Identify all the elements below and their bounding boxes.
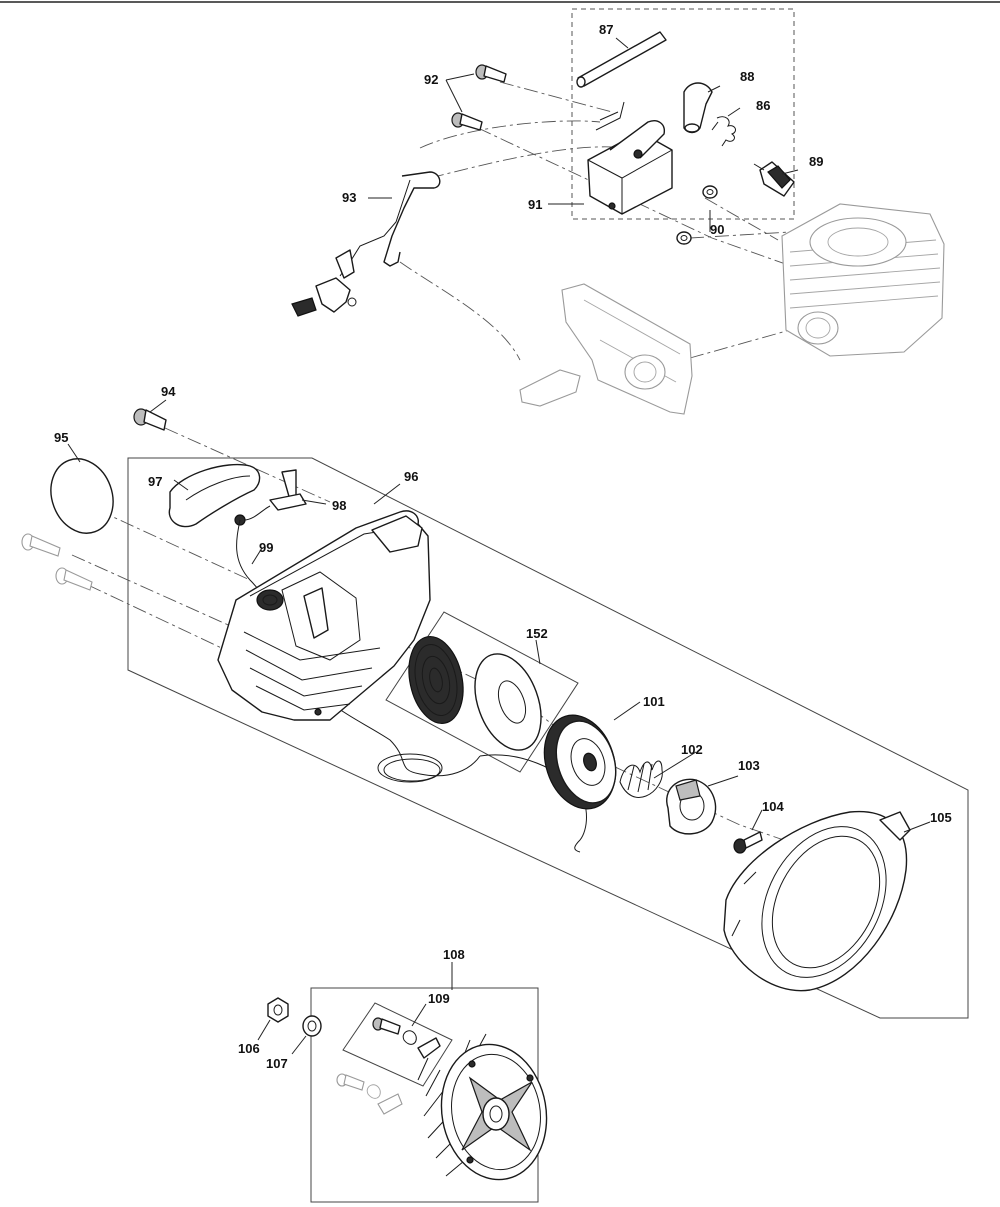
part-104-screw [733, 831, 763, 854]
part-102-pawl-spring [619, 760, 663, 798]
callout-91: 91 [528, 197, 542, 212]
part-89-spark-plug [753, 161, 795, 197]
part-93-stop-switch-lead [291, 171, 441, 317]
callout-87: 87 [599, 22, 613, 37]
part-106-nut [267, 997, 289, 1023]
callout-101: 101 [643, 694, 665, 709]
callout-90: 90 [710, 222, 724, 237]
group-frame-ignition-coil [571, 8, 795, 220]
callout-109: 109 [428, 991, 450, 1006]
part-97-starter-handle [168, 463, 261, 528]
callout-94: 94 [161, 384, 176, 399]
part-103-hub [666, 778, 717, 835]
part-98-rope-clip [269, 469, 307, 511]
group-frame-flywheel [310, 987, 539, 1203]
part-91-ignition-coil [587, 101, 673, 215]
housing-screws-ghost [21, 533, 93, 591]
part-90-nuts [676, 185, 718, 245]
part-92-screws [451, 64, 507, 131]
callout-99: 99 [259, 540, 273, 555]
intake-flange-ghost [519, 283, 693, 415]
callout-152: 152 [526, 626, 548, 641]
callout-93: 93 [342, 190, 356, 205]
callout-98: 98 [332, 498, 346, 513]
callout-86: 86 [756, 98, 770, 113]
part-108-flywheel [417, 1033, 548, 1181]
part-95-gasket [50, 458, 114, 534]
group-frame-starter [127, 457, 969, 1019]
part-107-washer [302, 1015, 322, 1037]
part-87-tube [576, 31, 667, 88]
callout-106: 106 [238, 1041, 260, 1056]
part-101-rope-pulley [543, 714, 617, 810]
cylinder-ghost [781, 203, 945, 357]
callout-108: 108 [443, 947, 465, 962]
pawl-kit-ghost [336, 1073, 403, 1115]
callout-92: 92 [424, 72, 438, 87]
callout-95: 95 [54, 430, 68, 445]
callout-105: 105 [930, 810, 952, 825]
part-152-recoil-spring [408, 636, 542, 751]
part-96-starter-housing [217, 510, 431, 721]
callout-104: 104 [762, 799, 784, 814]
callout-labels: 87 88 86 92 89 93 91 90 94 95 96 97 98 9… [54, 22, 952, 1071]
callout-97: 97 [148, 474, 162, 489]
part-105-fan-cover [723, 810, 911, 992]
part-94-screw [133, 408, 167, 431]
callout-103: 103 [738, 758, 760, 773]
part-86-spring [711, 116, 736, 147]
part-109-pawl-kit [372, 1017, 441, 1059]
callout-102: 102 [681, 742, 703, 757]
callout-89: 89 [809, 154, 823, 169]
group-frame-pawl-kit [342, 1002, 453, 1087]
leader-lines [67, 37, 931, 1055]
callout-88: 88 [740, 69, 754, 84]
part-88-plug-cap [683, 82, 713, 134]
callout-107: 107 [266, 1056, 288, 1071]
callout-96: 96 [404, 469, 418, 484]
